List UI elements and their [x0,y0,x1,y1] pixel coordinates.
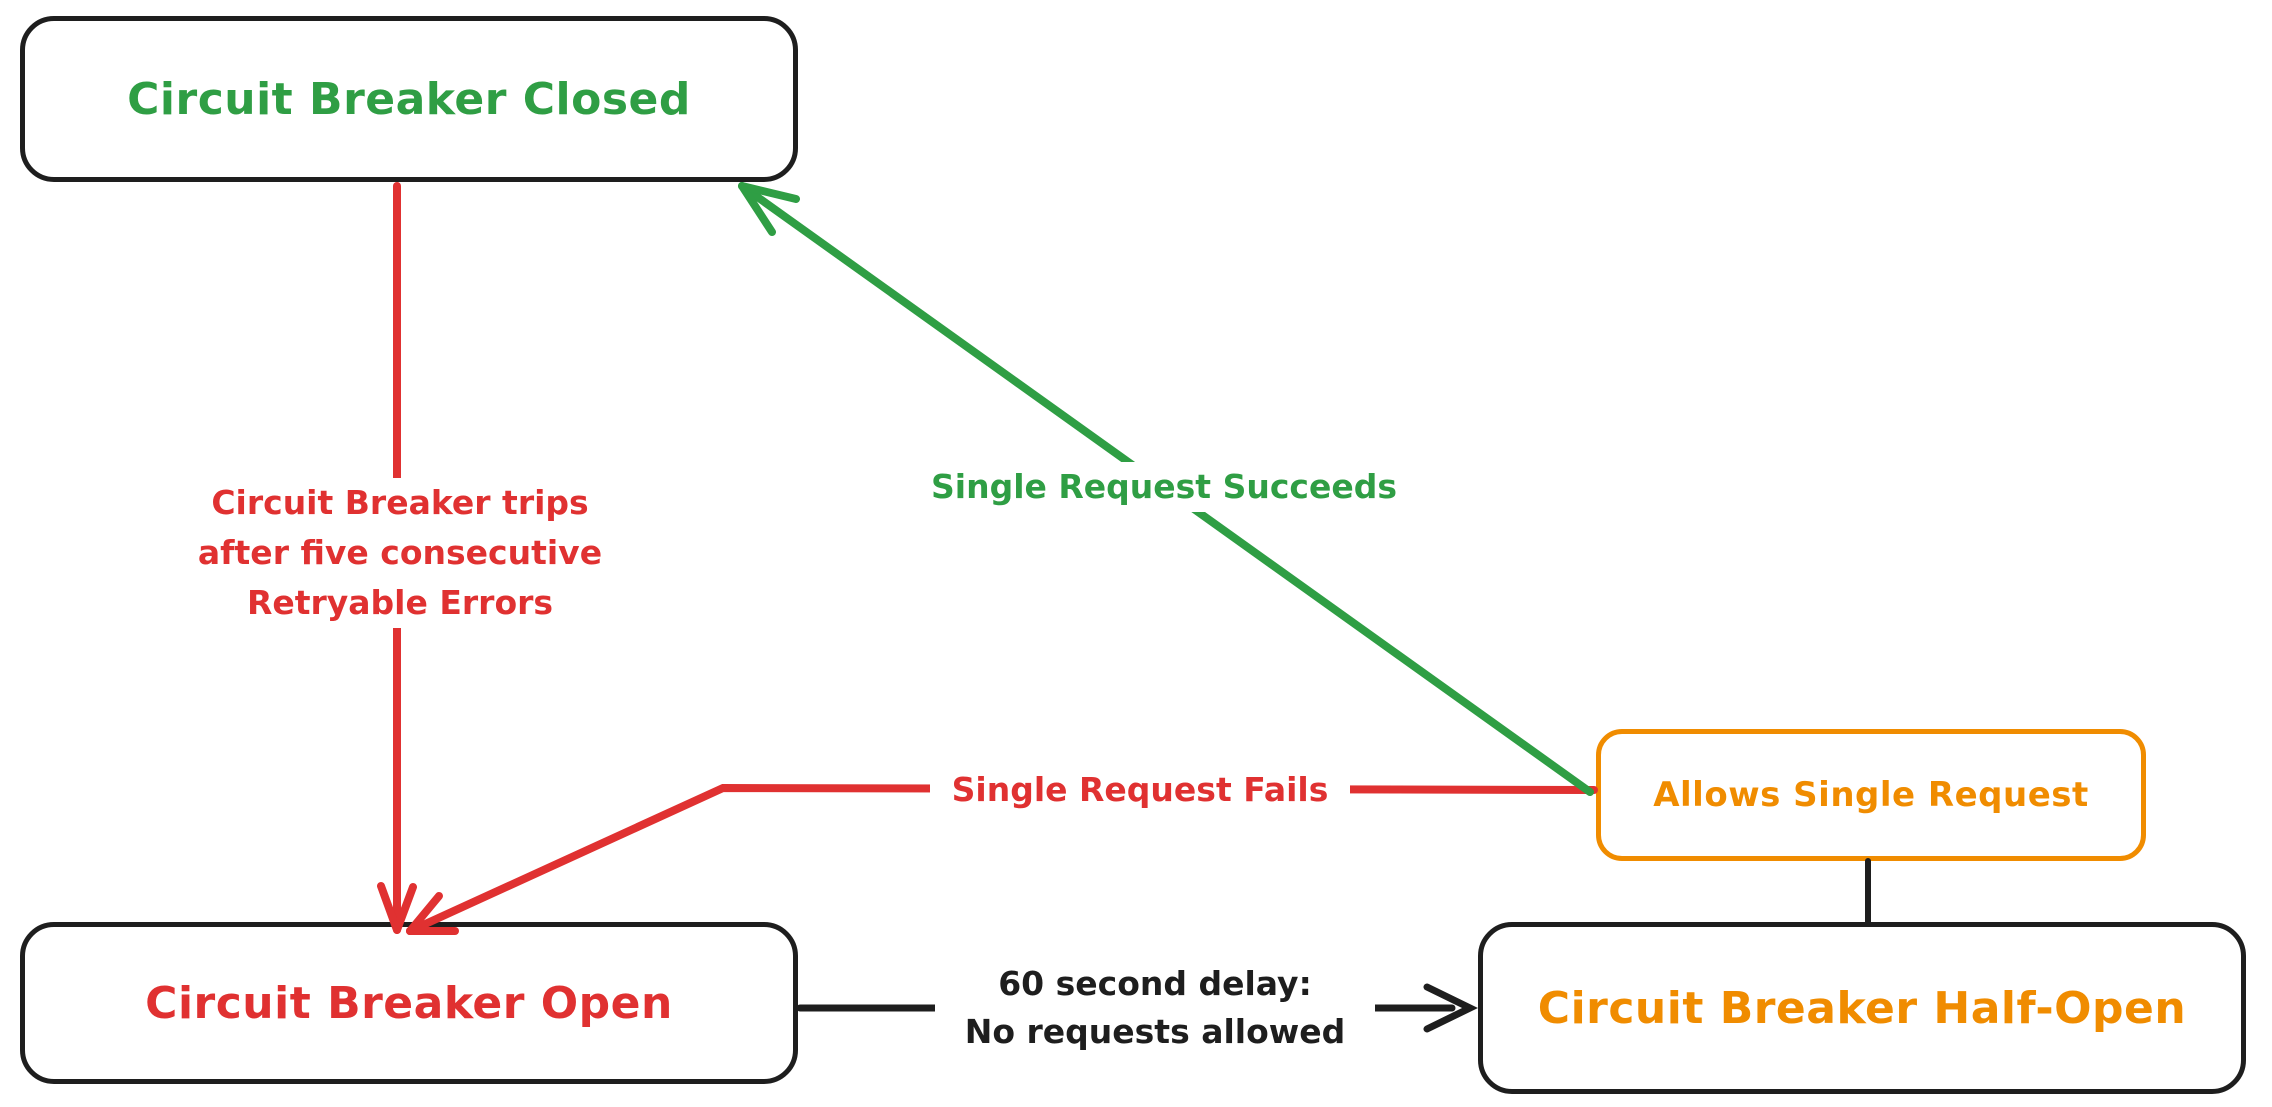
state-node-circuit-breaker-half-open: Circuit Breaker Half-Open [1478,922,2246,1094]
state-label-allows-single-request: Allows Single Request [1653,775,2089,815]
edge-label-trips: Circuit Breaker trips after five consecu… [150,478,650,628]
state-node-circuit-breaker-closed: Circuit Breaker Closed [20,16,798,182]
state-label-half-open: Circuit Breaker Half-Open [1537,982,2187,1034]
state-label-open: Circuit Breaker Open [145,977,673,1029]
edge-label-single-request-fails: Single Request Fails [930,766,1350,814]
state-node-allows-single-request: Allows Single Request [1596,729,2146,861]
edge-label-single-request-succeeds: Single Request Succeeds [918,462,1410,512]
edge-label-60-second-delay: 60 second delay: No requests allowed [935,960,1375,1056]
state-node-circuit-breaker-open: Circuit Breaker Open [20,922,798,1084]
state-label-closed: Circuit Breaker Closed [127,73,691,125]
